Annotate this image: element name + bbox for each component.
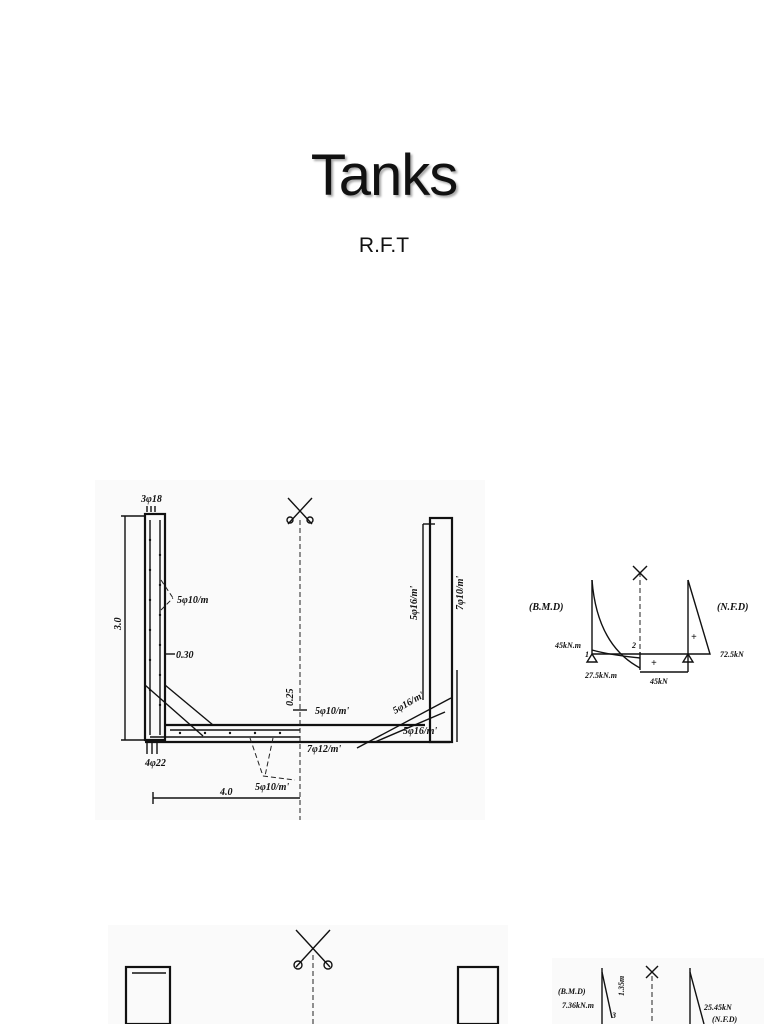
- wall-bar-dots: [148, 538, 162, 707]
- nfd-label: (N.F.D): [717, 602, 748, 613]
- moment-bottom-label: 27.5kN.m: [584, 671, 617, 680]
- height-label-2: 1.35m: [617, 976, 626, 996]
- right-wall-outer-label: 7φ10/m': [455, 576, 466, 610]
- force-diagram-1: (B.M.D) (N.F.D) 45kN.m 27.5kN.m 72.5kN 4…: [529, 565, 748, 686]
- normal-bottom-label: 45kN: [649, 677, 669, 686]
- right-wall-inner-label: 5φ16/m': [409, 586, 420, 620]
- corner-bar-2-label: 5φ16/m': [403, 726, 437, 737]
- haunch-label: 5φ10/m': [255, 782, 289, 793]
- bmd-label: (B.M.D): [529, 602, 563, 613]
- wall-height-label: 3.0: [113, 618, 124, 632]
- force-diagram-2: (B.M.D) 7.36kN.m 25.45kN (N.F.D) 1.35m 3: [552, 958, 764, 1024]
- bottom-bars-label: 4φ22: [144, 758, 166, 769]
- bmd-label-2: (B.M.D): [558, 987, 586, 996]
- plus-sign-2: +: [691, 632, 697, 643]
- slide-subtitle: R.F.T: [358, 234, 410, 257]
- top-bars-label: 3φ18: [140, 494, 162, 505]
- normal-right-label: 72.5kN: [720, 650, 745, 659]
- slide-title: Tanks: [310, 143, 459, 208]
- nfd-label-2: (N.F.D): [712, 1015, 738, 1024]
- node-3-label: 3: [611, 1011, 616, 1020]
- reinforcement-drawing: 3.0 3φ18 5φ10/m 0.30 4φ22 5φ10/m': [95, 480, 485, 820]
- plus-sign-1: +: [651, 658, 657, 669]
- slab-bottom-label: 7φ12/m': [307, 744, 341, 755]
- moment-top-label: 45kN.m: [554, 641, 581, 650]
- wall-stirrups-label: 5φ10/m: [177, 595, 209, 606]
- normal-label-2: 25.45kN: [703, 1003, 733, 1012]
- moment-label-2: 7.36kN.m: [562, 1001, 594, 1010]
- node-1-label: 1: [585, 650, 589, 659]
- wall-thickness-label: 0.30: [176, 650, 194, 661]
- slab-top-label: 5φ10/m': [315, 706, 349, 717]
- half-span-label: 4.0: [219, 787, 233, 798]
- slab-thickness-label: 0.25: [285, 689, 296, 707]
- reinforcement-drawing-2: [108, 925, 508, 1024]
- node-2-label: 2: [631, 641, 636, 650]
- slab-bar-dots: [178, 731, 282, 735]
